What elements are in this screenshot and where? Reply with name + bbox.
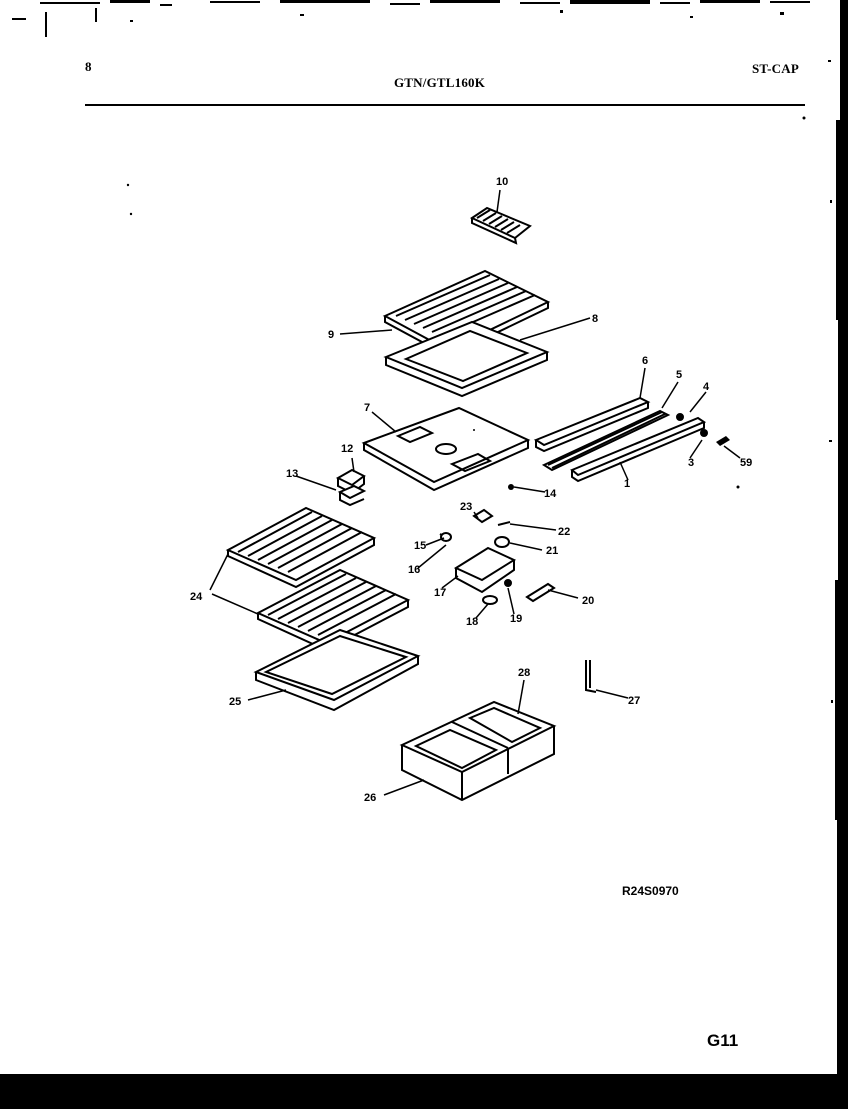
callout-27: 27 — [628, 695, 640, 707]
part-rails — [533, 396, 707, 483]
callout-26: 26 — [364, 792, 376, 804]
callout-19: 19 — [510, 613, 522, 625]
callout-20: 20 — [582, 595, 594, 607]
callout-9: 9 — [328, 329, 334, 341]
header-rule — [85, 104, 805, 106]
callout-6: 6 — [642, 355, 648, 367]
page-code: G11 — [707, 1031, 739, 1050]
callout-4: 4 — [703, 381, 710, 393]
part-bracket-27 — [585, 660, 597, 693]
part-crisper-drawers — [399, 700, 557, 802]
leader-lines — [209, 189, 741, 796]
callout-5: 5 — [676, 369, 682, 381]
callout-59: 59 — [740, 457, 752, 469]
part-shelf-grille-9 — [382, 269, 551, 358]
part-crisper-cover-7 — [361, 406, 531, 492]
part-shelf-frame-8 — [383, 320, 550, 398]
callout-28: 28 — [518, 667, 530, 679]
section-code: ST-CAP — [752, 61, 799, 76]
callout-17: 17 — [434, 587, 446, 599]
callout-1: 1 — [624, 478, 630, 490]
callout-13: 13 — [286, 468, 298, 480]
callout-8: 8 — [592, 313, 598, 325]
callout-23: 23 — [460, 501, 472, 513]
part-control-12-13 — [335, 468, 367, 507]
callout-22: 22 — [558, 526, 570, 538]
scan-noise-right — [828, 0, 848, 1080]
part-glass-shelf-25 — [253, 628, 421, 712]
callout-24: 24 — [190, 591, 203, 603]
callout-16: 16 — [408, 564, 420, 576]
part-damper-assembly — [439, 508, 556, 605]
scan-specks — [126, 116, 806, 489]
scan-bottom-band — [0, 1074, 848, 1109]
diagram-reference-code: R24S0970 — [622, 884, 679, 898]
callout-15: 15 — [414, 540, 426, 552]
part-wire-shelves-24 — [225, 506, 411, 652]
part-clips-3-59 — [700, 429, 730, 446]
scan-noise-top — [12, 0, 810, 37]
callout-10: 10 — [496, 176, 508, 188]
callout-labels: 10 9 8 6 5 4 7 12 13 14 3 59 1 23 22 15 … — [190, 176, 752, 804]
callout-18: 18 — [466, 616, 478, 628]
callout-25: 25 — [229, 696, 241, 708]
callout-3: 3 — [688, 457, 694, 469]
model-title: GTN/GTL160K — [394, 75, 486, 90]
callout-21: 21 — [546, 545, 558, 557]
part-screw-14 — [508, 484, 514, 490]
part-grille — [469, 206, 532, 245]
callout-7: 7 — [364, 402, 370, 414]
page-number: 8 — [85, 59, 92, 74]
callout-14: 14 — [544, 488, 557, 500]
callout-12: 12 — [341, 443, 353, 455]
